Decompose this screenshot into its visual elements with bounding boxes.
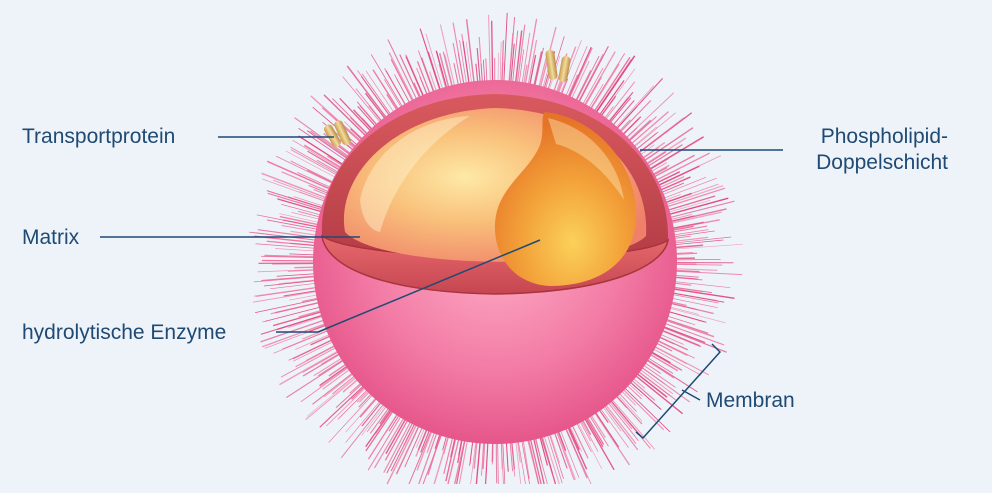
label-transportprotein: Transportprotein (22, 124, 175, 150)
label-hydrolytic-enzymes: hydrolytische Enzyme (22, 320, 226, 346)
label-phospholipid-line2: Doppelschicht (752, 150, 948, 176)
label-phospholipid-line1: Phospholipid- (752, 124, 948, 150)
label-membran: Membran (706, 388, 795, 414)
label-matrix: Matrix (22, 225, 79, 251)
label-phospholipid-bilayer: Phospholipid- Doppelschicht (752, 124, 948, 176)
membrane-spine (440, 25, 456, 93)
